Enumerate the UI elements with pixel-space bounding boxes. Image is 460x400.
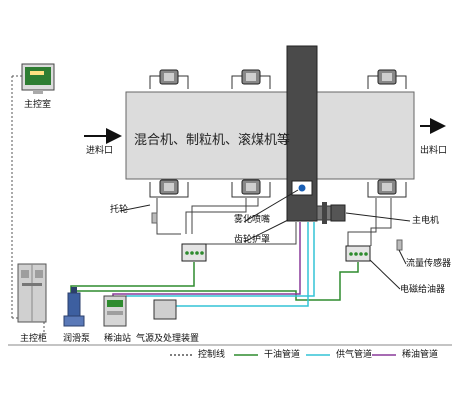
- idler-top-3: [367, 69, 407, 89]
- machine-label: 混合机、制粒机、滚煤机等: [134, 133, 291, 148]
- thin-oil-station-label: 稀油站: [104, 334, 132, 344]
- monitor-icon: [21, 63, 55, 94]
- control-lines: [11, 75, 45, 339]
- inlet-label: 进料口: [86, 146, 114, 156]
- distribution-lines: [156, 198, 392, 246]
- callout-lines: [119, 189, 411, 290]
- idler-bottom-1: [149, 179, 189, 198]
- idler-top-2: [231, 69, 271, 89]
- gear-guard-label: 齿轮护罩: [234, 235, 271, 245]
- solenoid-feeder-label: 电磁给油器: [400, 285, 446, 295]
- legend-control-line: 控制线: [198, 350, 226, 360]
- thin-oil-station-icon: [103, 295, 127, 327]
- legend-air: 供气管道: [336, 350, 373, 360]
- air-pipelines: [126, 222, 315, 307]
- air-source-icon: [153, 299, 177, 320]
- idler-top-1: [149, 69, 189, 89]
- idler-bottom-3: [367, 179, 407, 198]
- idler-bottom-2: [231, 179, 271, 198]
- main-motor-label: 主电机: [412, 216, 440, 226]
- air-treatment-label: 气源及处理装置: [136, 334, 200, 344]
- distributor-left: [181, 243, 207, 262]
- idler-label: 托轮: [110, 205, 129, 215]
- valve-small-1: [151, 212, 158, 224]
- main-control-room-label: 主控室: [24, 100, 52, 110]
- lube-pump-icon: [63, 287, 85, 327]
- main-cabinet-icon: [17, 263, 47, 323]
- distributor-right: [345, 245, 371, 262]
- legend-dry-oil: 干油管道: [264, 350, 301, 360]
- machine-drum: [125, 91, 415, 180]
- outlet-label: 出料口: [420, 146, 448, 156]
- main-motor-icon: [316, 202, 346, 224]
- flow-sensor-label: 流量传感器: [406, 259, 452, 269]
- legend-thin-oil: 稀油管道: [402, 350, 439, 360]
- valve-small-2: [396, 239, 403, 251]
- main-cabinet-label: 主控柜: [20, 334, 48, 344]
- spray-nozzle-label: 雾化喷嘴: [234, 215, 271, 225]
- lube-pump-label: 润滑泵: [63, 334, 91, 344]
